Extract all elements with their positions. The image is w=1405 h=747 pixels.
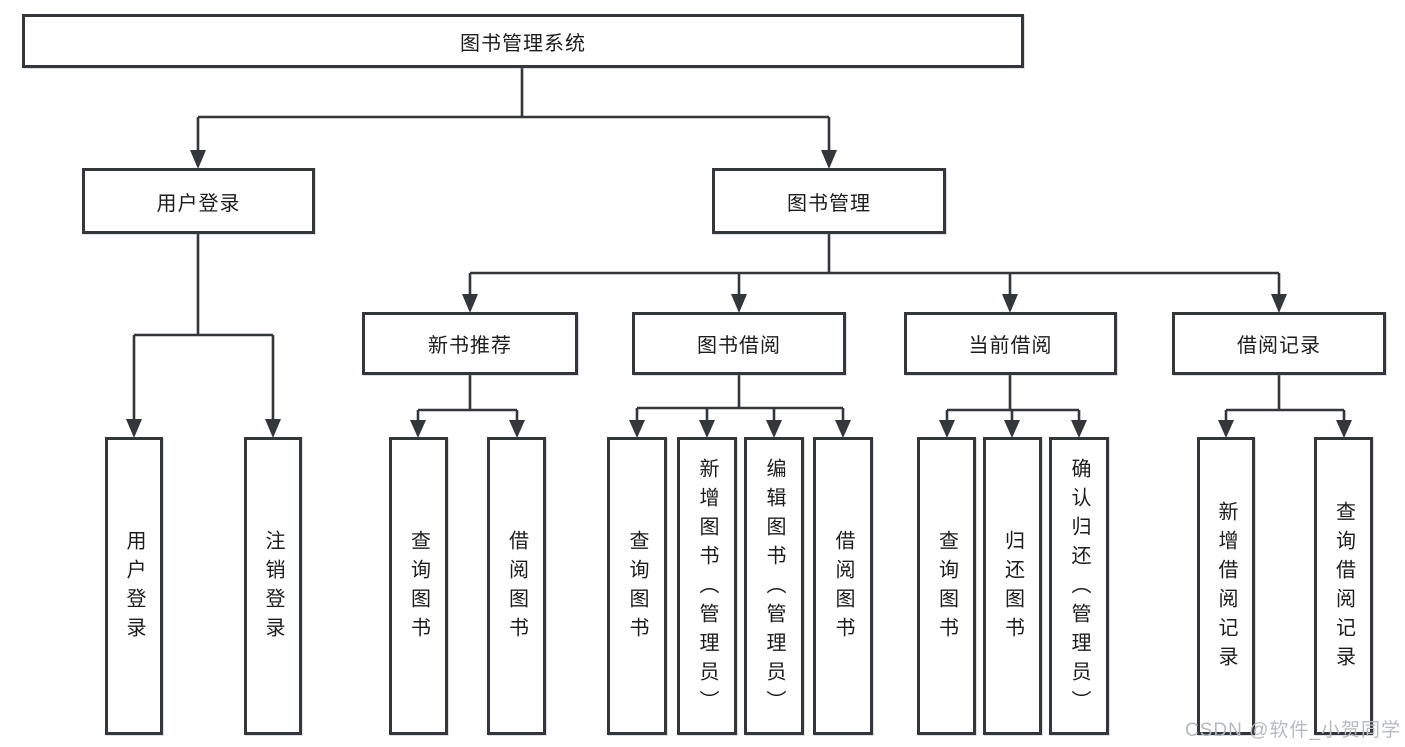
- leaf-edit-books-admin: 编辑图书（管理员）: [744, 437, 804, 735]
- node-user-login-branch: 用户登录: [82, 168, 315, 234]
- node-new-book-recommend: 新书推荐: [362, 312, 578, 375]
- leaf-query-books-borrow: 查询图书: [607, 437, 667, 735]
- leaf-borrow-books: 借阅图书: [813, 437, 873, 735]
- csdn-watermark: CSDN @软件_小贺同学: [1185, 720, 1401, 741]
- leaf-confirm-return-admin: 确认归还（管理员）: [1049, 437, 1109, 735]
- leaf-borrow-books-recommend: 借阅图书: [487, 437, 546, 735]
- leaf-add-borrow-record: 新增借阅记录: [1197, 437, 1255, 735]
- leaf-user-login: 用户登录: [105, 437, 163, 735]
- leaf-add-books-admin: 新增图书（管理员）: [677, 437, 737, 735]
- leaf-query-borrow-record: 查询借阅记录: [1314, 437, 1373, 735]
- leaf-return-books: 归还图书: [983, 437, 1042, 735]
- node-book-management-branch: 图书管理: [712, 168, 946, 234]
- leaf-logout: 注销登录: [244, 437, 302, 735]
- leaf-query-books-recommend: 查询图书: [389, 437, 448, 735]
- node-current-borrowing: 当前借阅: [904, 312, 1117, 375]
- node-root-system: 图书管理系统: [22, 14, 1024, 68]
- node-borrow-records: 借阅记录: [1172, 312, 1386, 375]
- leaf-query-books-current: 查询图书: [917, 437, 976, 735]
- node-book-borrowing: 图书借阅: [632, 312, 846, 375]
